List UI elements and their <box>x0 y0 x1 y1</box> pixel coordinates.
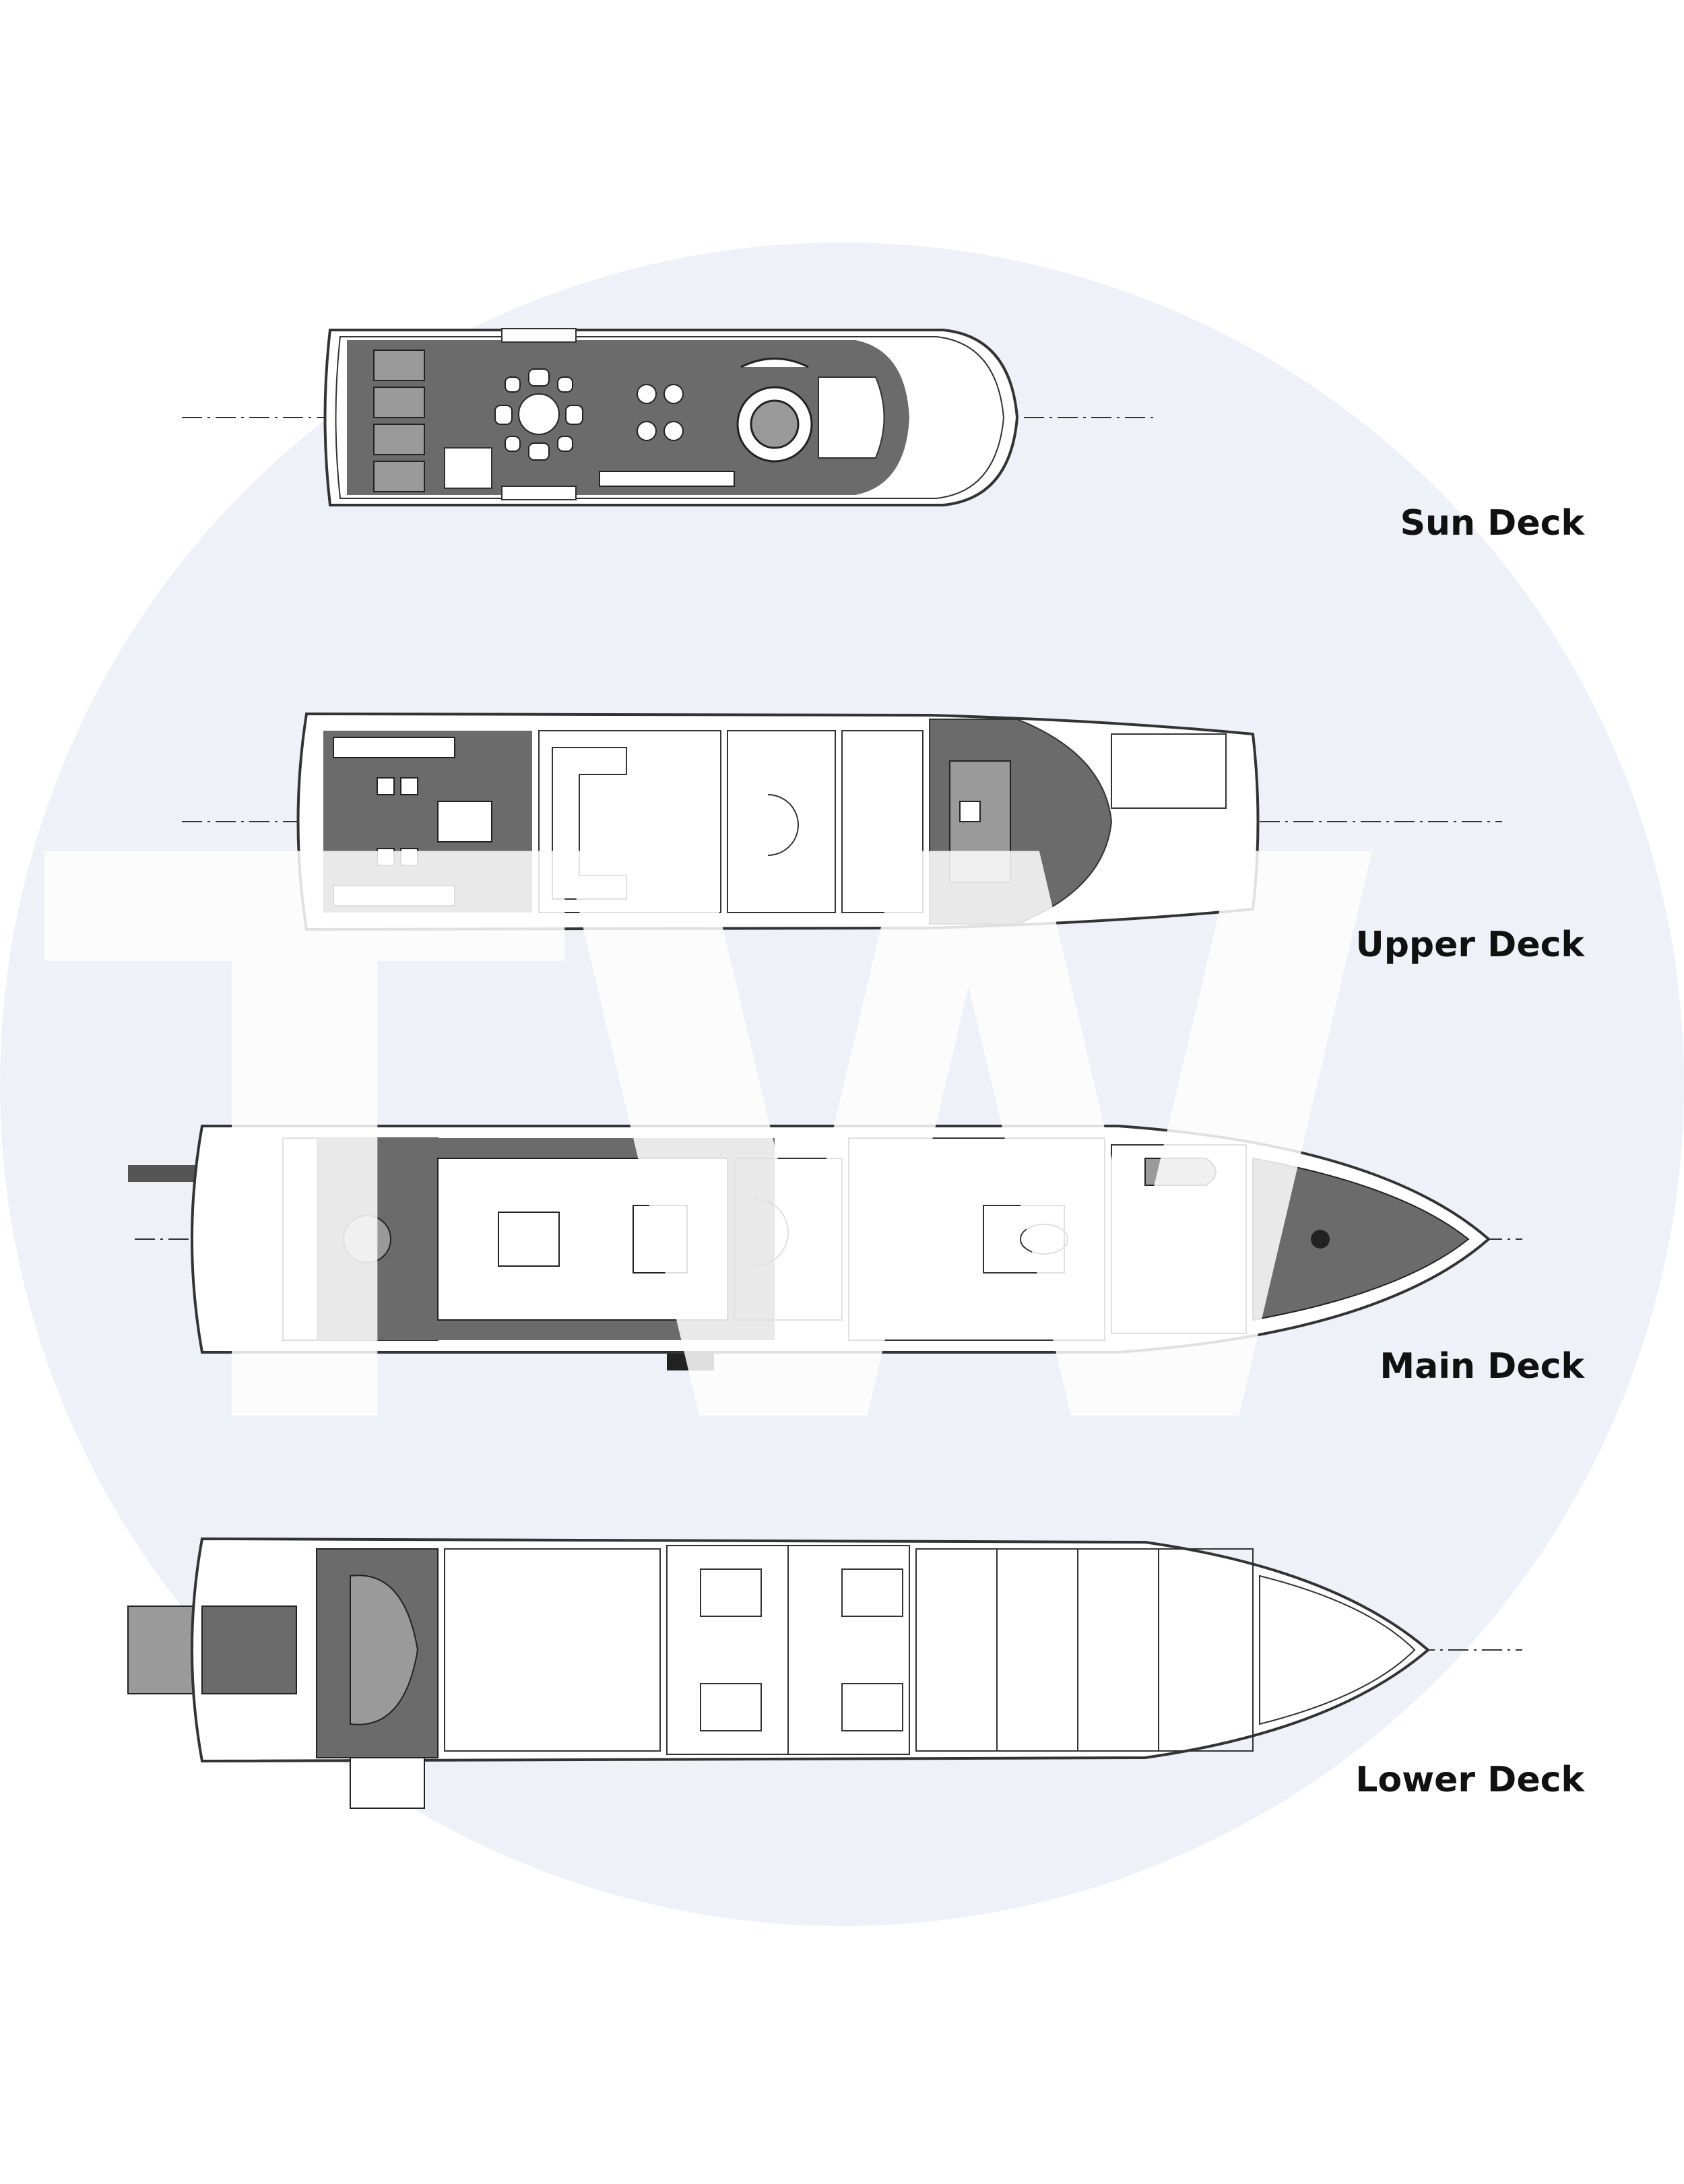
chair <box>377 848 395 866</box>
owner-cabin <box>848 1137 1105 1341</box>
upper-salon <box>538 730 721 913</box>
main-stair <box>754 1198 789 1267</box>
spiral-stair <box>767 794 799 856</box>
guest-bed <box>700 1683 762 1731</box>
sun-deck-stair <box>444 447 492 489</box>
chair <box>565 405 583 425</box>
sun-deck-dining-set <box>494 368 583 461</box>
crew-cabins <box>915 1548 1254 1752</box>
chair <box>377 777 395 795</box>
foredeck <box>1252 1157 1470 1321</box>
foredeck-locker <box>1111 733 1227 809</box>
guest-bed <box>700 1568 762 1617</box>
guest-bed <box>841 1683 903 1731</box>
davit <box>501 328 577 343</box>
boarding-platform <box>667 1354 714 1370</box>
swim-platform <box>127 1606 196 1694</box>
owner-bed <box>983 1205 1065 1273</box>
salon-sofa <box>552 747 627 900</box>
sun-deck-bar <box>599 384 735 487</box>
sunbed <box>373 424 425 455</box>
stool <box>663 421 684 441</box>
sofa <box>333 737 455 758</box>
watermark-circle <box>0 242 1684 1926</box>
sunbed <box>373 350 425 381</box>
jacuzzi-basin <box>750 399 800 449</box>
aft-seating <box>343 1215 391 1263</box>
sun-deck-hull-inner <box>335 336 1005 499</box>
chair <box>400 848 418 866</box>
chair <box>528 442 550 461</box>
main-deck-salon <box>437 1158 728 1321</box>
upper-lobby <box>841 730 924 913</box>
chair <box>400 777 418 795</box>
tender <box>350 1575 419 1725</box>
chair <box>505 436 521 452</box>
sun-deck-jacuzzi <box>736 358 813 463</box>
beach-club <box>201 1606 297 1694</box>
stool <box>663 384 684 404</box>
watermark-monogram: TW <box>40 698 1396 1599</box>
dining-table <box>437 801 492 842</box>
chair <box>505 376 521 393</box>
side-hatch <box>350 1757 425 1809</box>
sofa <box>333 885 455 906</box>
deck-label-main: Main Deck <box>1380 1346 1584 1387</box>
upper-deck-plan <box>182 712 1502 931</box>
upper-galley <box>727 730 836 913</box>
upper-deck-dining <box>333 737 492 906</box>
dining-table <box>633 1205 688 1273</box>
sunbed <box>373 387 425 418</box>
guest-bed <box>841 1568 903 1617</box>
forepeak <box>1259 1575 1416 1725</box>
owner-study <box>1111 1144 1247 1334</box>
tender-bay <box>1144 1158 1217 1186</box>
round-table <box>518 393 560 435</box>
anchor-windlass <box>1311 1230 1330 1249</box>
lower-deck-hull <box>191 1537 1431 1763</box>
crew-mess <box>444 1548 661 1752</box>
sun-deck-sunbeds <box>373 350 425 492</box>
owner-bathtub <box>1020 1224 1068 1255</box>
bar-counter <box>599 471 735 487</box>
deck-label-sun: Sun Deck <box>1400 503 1584 543</box>
chair <box>557 376 573 393</box>
stool <box>637 384 657 404</box>
sunbed <box>373 461 425 492</box>
stool <box>637 421 657 441</box>
chair <box>494 405 513 425</box>
lower-deck-plan <box>127 1537 1522 1809</box>
helm-seat <box>959 801 981 822</box>
stair <box>740 358 809 368</box>
davit <box>501 486 577 500</box>
chair <box>528 368 550 387</box>
main-deck-plan <box>128 1125 1522 1370</box>
main-deck-lobby <box>734 1158 843 1321</box>
upper-deck-aft-floor <box>323 731 532 913</box>
coffee-table <box>498 1212 560 1267</box>
helm-console <box>818 376 885 459</box>
deck-label-lower: Lower Deck <box>1355 1760 1584 1800</box>
chair <box>557 436 573 452</box>
sun-deck-plan <box>182 328 1159 506</box>
deck-label-upper: Upper Deck <box>1355 925 1584 965</box>
